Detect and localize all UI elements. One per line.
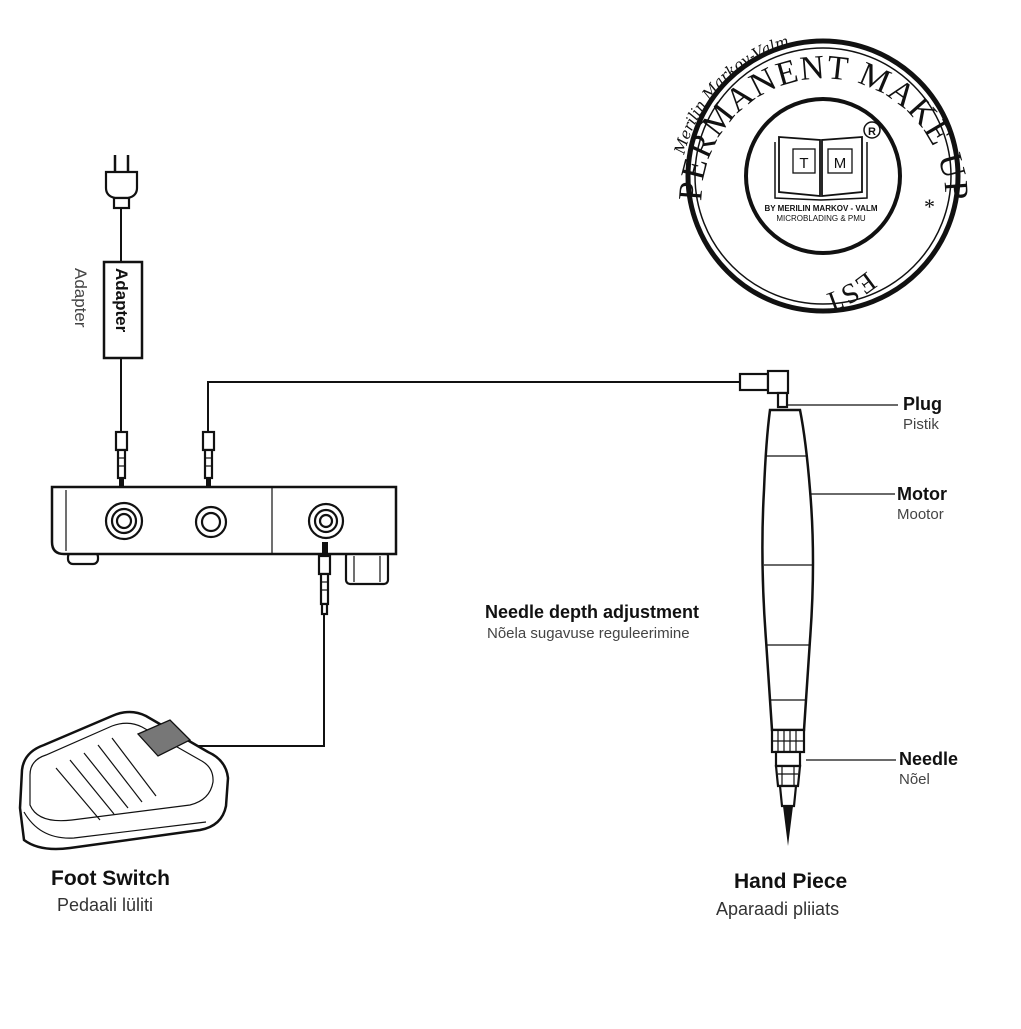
hand-piece-title: Hand Piece	[734, 870, 847, 893]
motor-label: Motor	[897, 484, 947, 504]
plug-label-et: Pistik	[903, 416, 939, 433]
foot-switch	[18, 710, 230, 851]
plug-label: Plug	[903, 394, 942, 414]
wall-plug-icon	[104, 155, 139, 210]
adapter: Adapter Adapter	[71, 260, 144, 360]
handpiece-cable-jack	[201, 430, 216, 492]
footswitch-input-port	[307, 502, 345, 540]
needle-label: Needle	[899, 749, 958, 769]
footswitch-cable	[186, 614, 325, 747]
adapter-box-label: Adapter	[112, 268, 131, 333]
foot-switch-title: Foot Switch	[51, 867, 170, 890]
foot-switch-subtitle: Pedaali lüliti	[57, 895, 153, 915]
handpiece-output-port	[194, 505, 228, 539]
adapter-side-label: Adapter	[71, 268, 90, 328]
adapter-dc-jack	[114, 430, 129, 492]
hand-piece-subtitle: Aparaadi pliiats	[716, 899, 839, 919]
footswitch-cable-jack	[317, 542, 332, 616]
logo-byline: BY MERILIN MARKOV - VALM	[764, 204, 877, 213]
svg-text:M: M	[834, 155, 847, 172]
handpiece-plug	[738, 369, 790, 409]
open-book-icon: T M	[774, 136, 868, 201]
logo-tagline: MICROBLADING & PMU	[776, 214, 866, 223]
needle-depth-label-et: Nõela sugavuse reguleerimine	[487, 625, 690, 642]
registered-mark: R	[868, 126, 876, 138]
control-box	[50, 485, 398, 586]
hand-piece	[738, 369, 815, 846]
adapter-input-port	[104, 501, 144, 541]
svg-text:T: T	[799, 155, 808, 172]
handpiece-cable	[207, 381, 740, 432]
needle-depth-label: Needle depth adjustment	[485, 602, 699, 622]
brand-stamp-logo: PERMANENT MAKE UP EST * Merilin Markov-V…	[670, 32, 974, 319]
motor-label-et: Mootor	[897, 506, 944, 523]
logo-asterisk: *	[924, 194, 936, 219]
registered-mark-icon	[863, 121, 881, 139]
needle-label-et: Nõel	[899, 771, 930, 788]
